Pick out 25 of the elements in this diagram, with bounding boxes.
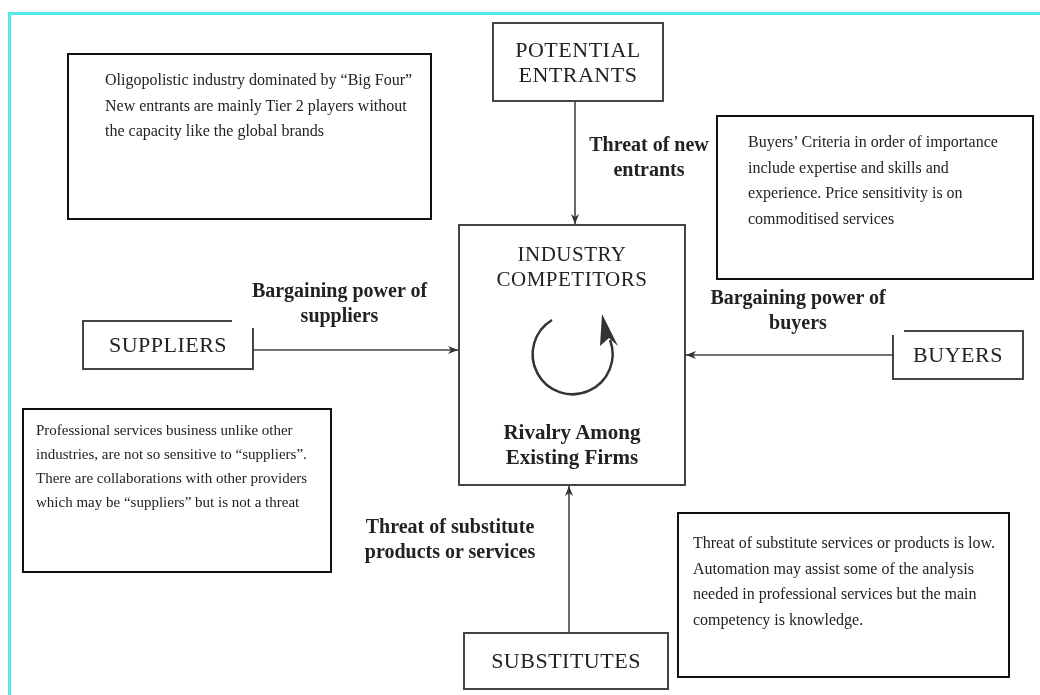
force-box — [82, 320, 254, 370]
force-box — [463, 632, 669, 690]
note-box — [67, 53, 432, 220]
note-text: Buyers’ Criteria in order of importance include expertise and skills and experience. Price sensitivity is on commoditised services — [748, 132, 999, 229]
box-label: POTENTIAL ENTRANTS — [514, 36, 642, 88]
box-title: INDUSTRY COMPETITORS — [495, 242, 649, 293]
force-box — [892, 330, 1024, 380]
arrow — [253, 346, 459, 354]
box-subtitle: Rivalry Among Existing Firms — [502, 419, 642, 470]
arrow — [685, 351, 893, 359]
note-text: Threat of substitute services or products is low. Automation may assist some of the analysis needed in professional services but the main competency is knowledge. — [693, 533, 996, 631]
note-text: Professional services business unlike other industries, are not so sensitive to “suppliers”. — [36, 421, 308, 464]
force-box — [492, 22, 664, 102]
arrow — [571, 101, 579, 225]
box-label: BUYERS — [913, 342, 1003, 368]
arrow — [565, 485, 573, 633]
note-text: Oligopolistic industry dominated by “Big Four” — [105, 70, 414, 91]
box-label: SUBSTITUTES — [491, 648, 641, 674]
competitors-box — [458, 224, 686, 486]
note-text: New entrants are mainly Tier 2 players without the capacity like the global brands — [105, 95, 408, 142]
note-box — [22, 408, 332, 573]
box-label: SUPPLIERS — [108, 332, 228, 358]
note-box — [677, 512, 1010, 678]
note-text: There are collaborations with other providers which may be “suppliers” but is not a threat — [36, 469, 309, 512]
note-box — [716, 115, 1034, 280]
